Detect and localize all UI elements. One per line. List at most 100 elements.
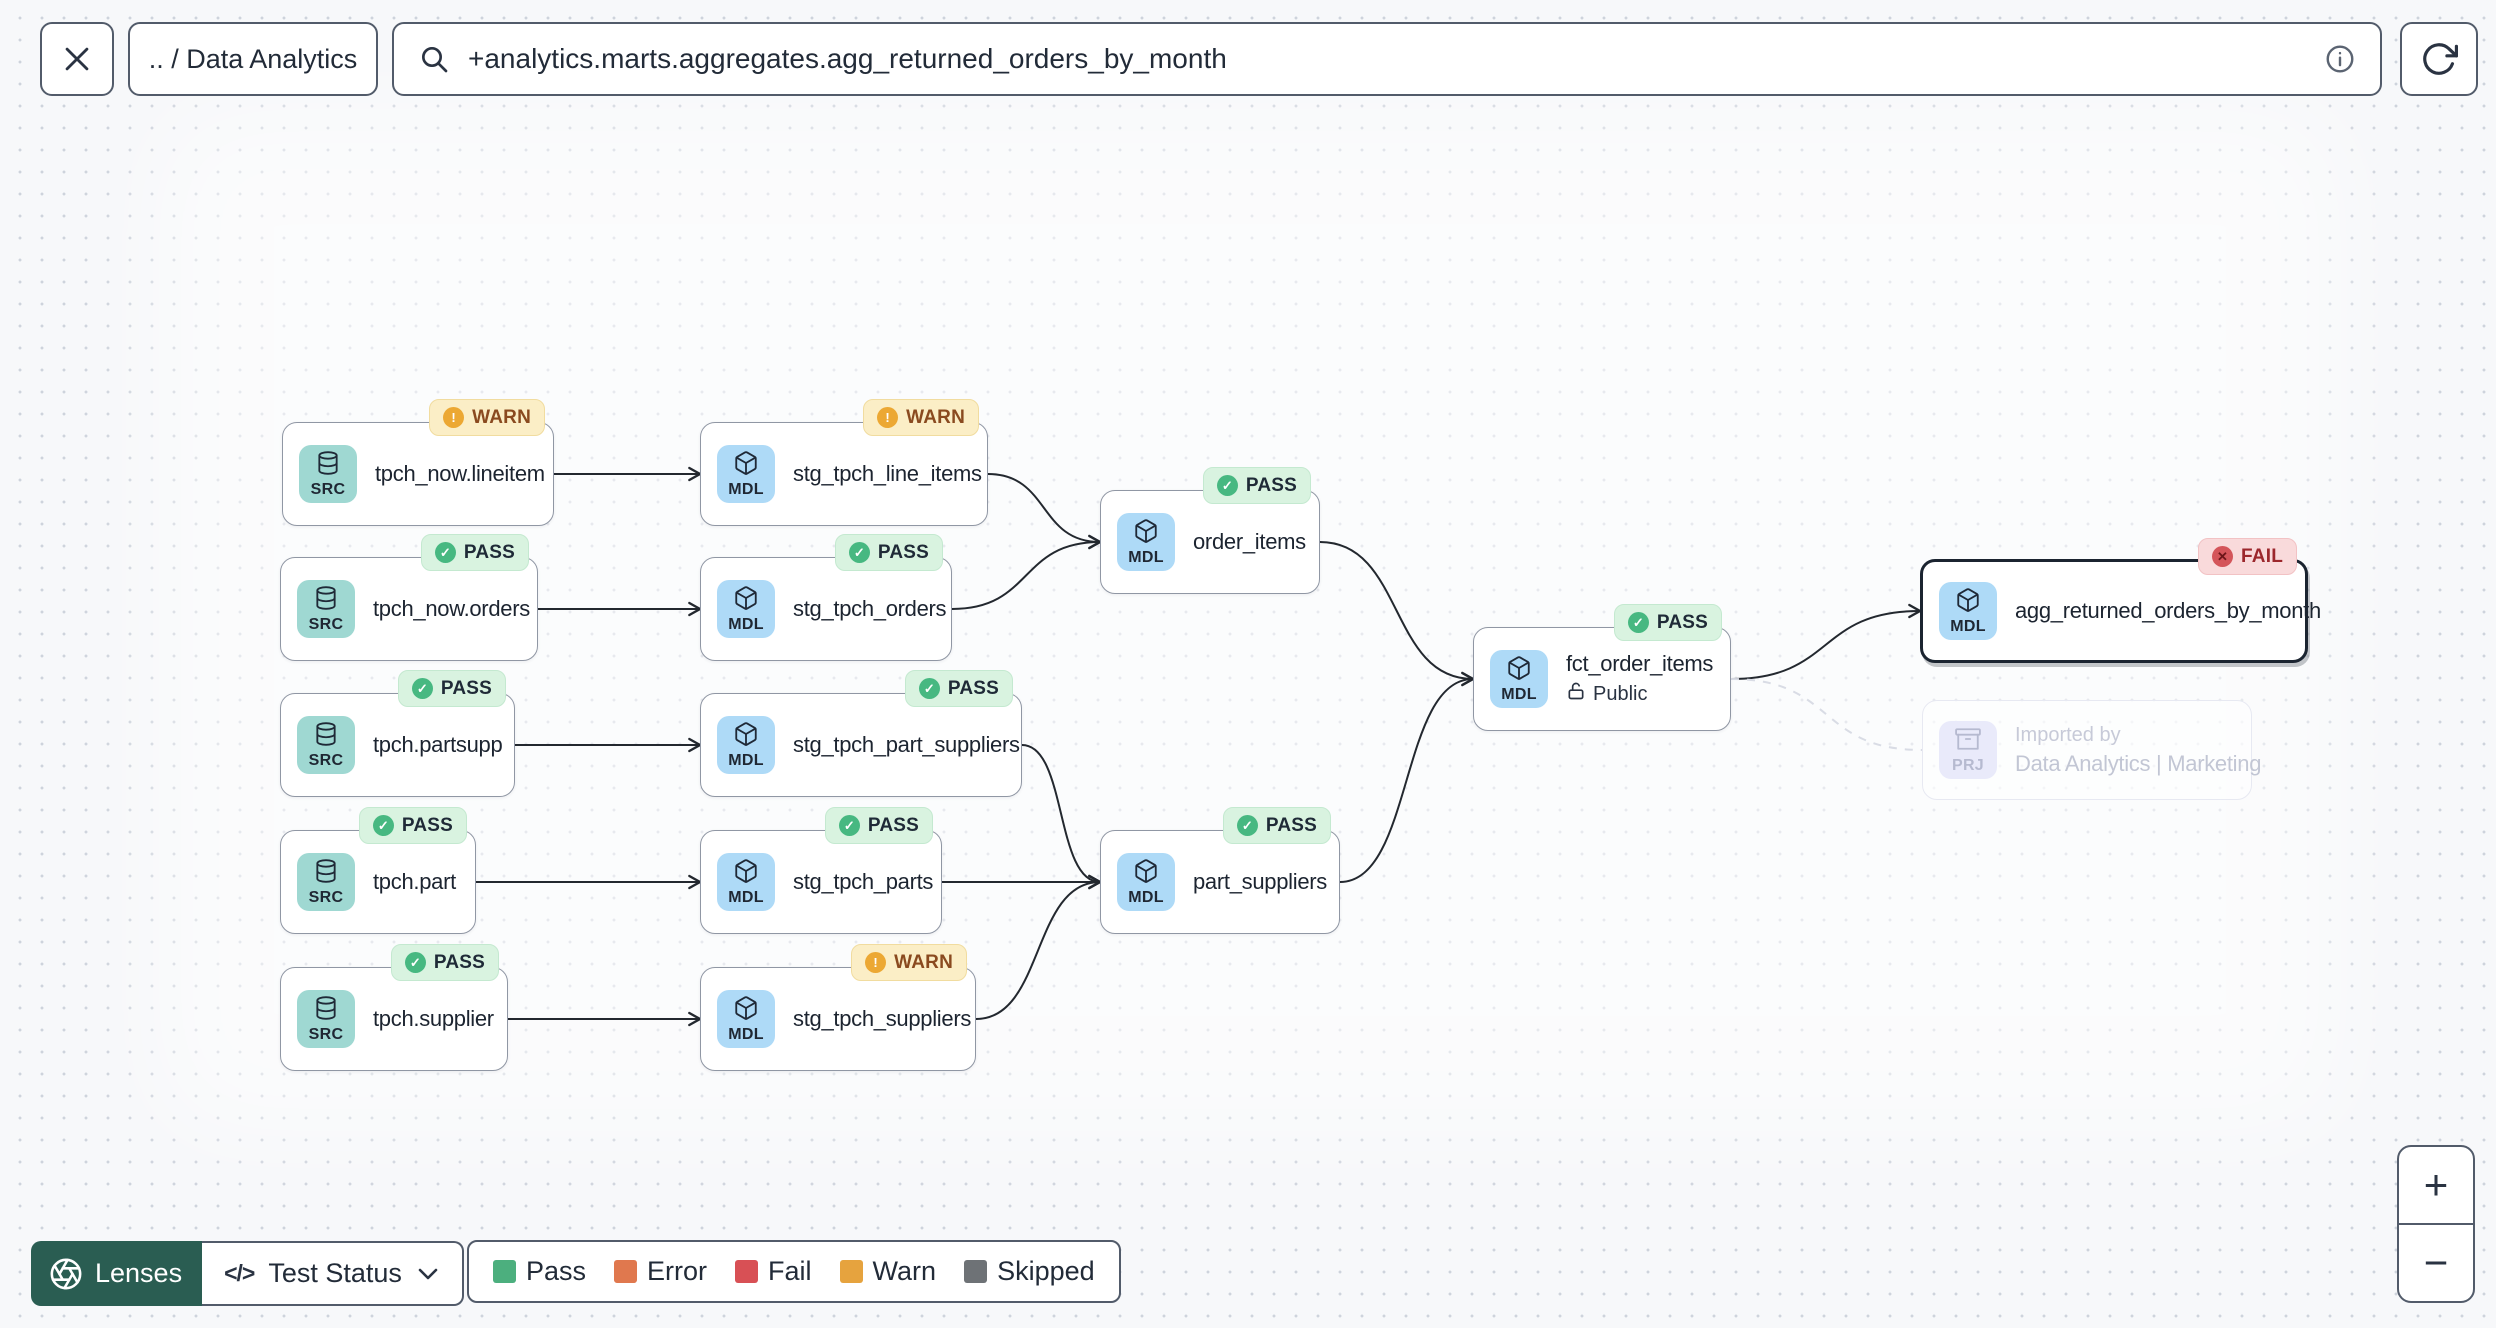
legend-swatch-error (614, 1260, 638, 1283)
legend-item-fail: Fail (735, 1256, 812, 1287)
node-title: tpch_now.lineitem (375, 461, 545, 486)
node-title: Data Analytics | Marketing (2015, 750, 2262, 776)
cube-icon (1133, 518, 1159, 549)
node-texts: stg_tpch_part_suppliers (793, 732, 1020, 758)
search-bar[interactable] (392, 22, 2382, 96)
node-kind-label: SRC (310, 481, 346, 498)
legend-swatch-warn (839, 1260, 863, 1283)
pass-status-icon: ✓ (1236, 815, 1258, 836)
node-kind-icon-box: SRC (297, 580, 355, 638)
lenses-label: Lenses (95, 1258, 183, 1288)
search-input[interactable] (466, 42, 2308, 76)
test-status-badge-fail: ✕ FAIL (2198, 538, 2297, 575)
node-kind-label: SRC (308, 616, 344, 633)
node-kind-label: MDL (1128, 549, 1164, 566)
node-kind-icon-box: MDL (1117, 853, 1175, 911)
test-status-badge-pass: ✓PASS (1202, 467, 1311, 504)
node-kind-icon-box: MDL (1939, 582, 1997, 640)
lens-selector-dropdown[interactable]: </> Test Status (202, 1241, 464, 1306)
lens-controls: Lenses </> Test Status (31, 1241, 464, 1306)
legend-label: Warn (872, 1256, 937, 1286)
info-icon[interactable] (2324, 43, 2356, 75)
node-kind-icon-box: SRC (297, 716, 355, 774)
legend-swatch-skipped (964, 1260, 988, 1283)
badge-label: FAIL (2241, 545, 2283, 567)
node-texts: stg_tpch_parts (793, 869, 933, 895)
access-label: Public (1566, 681, 1713, 707)
test-status-badge-pass: ✓ PASS (834, 534, 943, 571)
pass-status-icon: ✓ (1216, 475, 1238, 496)
legend-swatch-fail (735, 1260, 759, 1283)
node-texts: tpch_now.orders (373, 596, 530, 622)
edge-stg_tpch_orders-to-order_items (951, 534, 1103, 610)
node-kind-icon-box: MDL (717, 445, 775, 503)
lineage-node-agg_returned_orders_by_month[interactable]: ✕ FAIL MDL agg_returned_orders_by_month (1920, 538, 2321, 663)
test-status-badge-pass: ✓PASS (1613, 604, 1722, 641)
node-kind-label: MDL (1950, 618, 1986, 635)
badge-label: PASS (440, 677, 492, 699)
pass-status-icon: ✓ (848, 542, 870, 563)
node-kind-label: MDL (728, 752, 764, 769)
zoom-out-button[interactable]: − (2423, 1239, 2449, 1287)
lineage-node-order_items[interactable]: ✓PASS MDL order_items (1100, 467, 1320, 594)
lenses-button[interactable]: Lenses (31, 1241, 203, 1306)
badge-label: WARN (894, 951, 953, 973)
edge-stg_tpch_suppliers-to-part_suppliers (975, 874, 1103, 1020)
test-status-badge-warn: !WARN (429, 399, 545, 436)
zoom-controls: + − (2397, 1145, 2475, 1303)
legend-item-error: Error (614, 1256, 707, 1287)
edge-stg_tpch_line_items-to-order_items (987, 473, 1103, 550)
refresh-button[interactable] (2400, 22, 2478, 96)
test-status-badge-pass: ✓ PASS (397, 670, 506, 707)
legend-item-pass: Pass (493, 1256, 586, 1287)
test-status-badge-pass: ✓PASS (358, 807, 467, 844)
node-kind-icon-box: MDL (717, 990, 775, 1048)
pass-status-icon: ✓ (411, 678, 433, 699)
lineage-node-tpch_now_lineitem[interactable]: !WARN SRC tpch_now.lineitem (282, 399, 554, 526)
cube-icon (733, 450, 759, 481)
node-kind-label: MDL (728, 889, 764, 906)
database-icon (313, 995, 339, 1026)
cube-icon (733, 585, 759, 616)
fail-status-icon: ✕ (2212, 546, 2234, 567)
badge-label: PASS (867, 814, 919, 836)
badge-label: WARN (472, 406, 531, 428)
cube-icon (1955, 587, 1981, 618)
badge-label: PASS (463, 541, 515, 563)
pass-status-icon: ✓ (918, 678, 940, 699)
node-title: stg_tpch_orders (793, 596, 947, 621)
cube-icon (1133, 858, 1159, 889)
node-texts: order_items (1193, 529, 1306, 555)
node-title: part_suppliers (1193, 869, 1327, 894)
node-kind-icon-box: MDL (717, 853, 775, 911)
node-kind-label: MDL (728, 1026, 764, 1043)
node-texts: agg_returned_orders_by_month (2015, 598, 2321, 624)
breadcrumb-label: .. / Data Analytics (148, 43, 358, 74)
zoom-in-button[interactable]: + (2423, 1160, 2449, 1208)
badge-label: PASS (877, 541, 929, 563)
node-title: agg_returned_orders_by_month (2015, 598, 2321, 623)
node-title: tpch_now.orders (373, 596, 530, 621)
breadcrumb[interactable]: .. / Data Analytics (128, 22, 378, 96)
node-kind-icon-box: SRC (297, 853, 355, 911)
node-kind-icon-box: MDL (1490, 650, 1548, 708)
pass-status-icon: ✓ (404, 952, 426, 973)
close-button[interactable] (40, 22, 114, 96)
node-texts: stg_tpch_orders (793, 596, 947, 622)
node-kind-label: SRC (308, 1026, 344, 1043)
warn-status-icon: ! (877, 407, 899, 428)
